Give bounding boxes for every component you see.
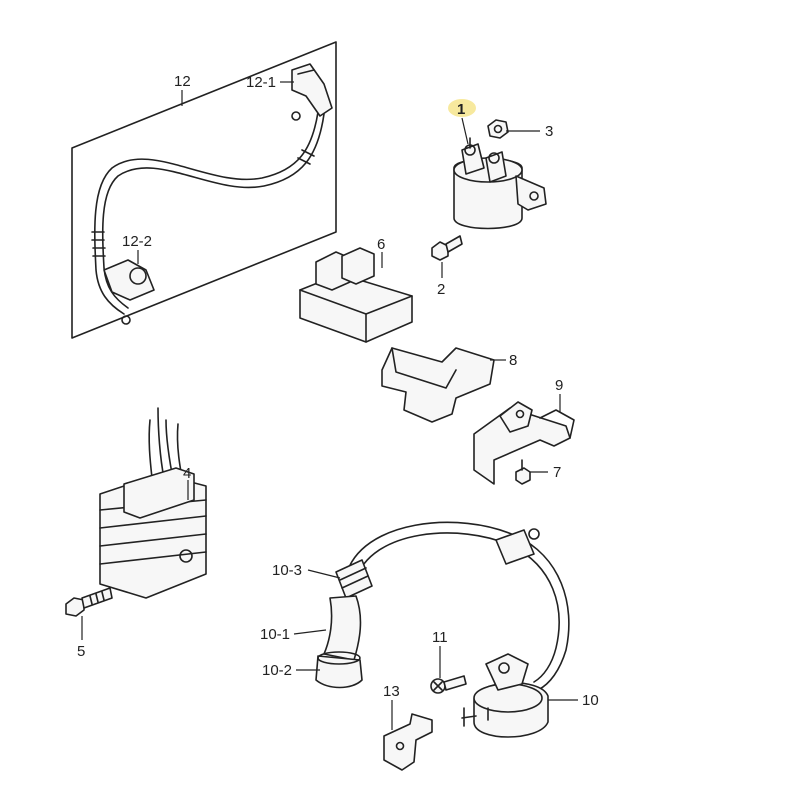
callout-6: 6: [377, 236, 385, 253]
callout-10: 10: [582, 692, 599, 709]
bracket-bolt: [515, 459, 531, 485]
relay-bolt: [431, 235, 463, 261]
leader-lines: [81, 81, 578, 730]
callout-1-highlight: [448, 99, 476, 117]
regulator-bolt: [65, 587, 113, 617]
callout-10-1: 10-1: [260, 626, 290, 643]
callout-10-2: 10-2: [262, 662, 292, 679]
ring-terminal-12-2: [121, 315, 131, 325]
coil-bracket: [383, 713, 433, 771]
cable-bands: [91, 149, 315, 257]
callout-10-3: 10-3: [272, 562, 302, 579]
callout-3: 3: [545, 123, 553, 140]
terminal-cover-12-2: [103, 259, 155, 301]
starter-relay: [453, 137, 547, 230]
regulator-rectifier: [99, 407, 207, 599]
callout-12-1: 12-1: [246, 74, 276, 91]
callout-12: 12: [174, 73, 191, 90]
nut: [487, 119, 509, 139]
callout-9: 9: [555, 377, 563, 394]
callout-13: 13: [383, 683, 400, 700]
coil-screw: [430, 675, 467, 694]
callout-7: 7: [553, 464, 561, 481]
ring-terminal-12-1: [291, 111, 301, 121]
callout-labels: 1 2 3 4 5 6 7 8 9 10 10-1 10-2 10-3 11 1…: [77, 73, 599, 709]
terminal-cover-12-1: [291, 63, 333, 117]
battery-cable-panel: [71, 41, 337, 339]
control-unit: [299, 247, 413, 343]
battery-cable-assembly: [71, 41, 337, 339]
battery-cable: [94, 111, 319, 315]
callout-4: 4: [183, 465, 191, 482]
callout-12-2: 12-2: [122, 233, 152, 250]
relay-bracket: [473, 401, 575, 485]
callout-2: 2: [437, 281, 445, 298]
rubber-cover: [381, 347, 495, 423]
callout-5: 5: [77, 643, 85, 660]
ignition-coil-assembly: [315, 521, 570, 738]
callout-11: 11: [432, 629, 448, 646]
callout-1: 1: [457, 101, 465, 118]
callout-8: 8: [509, 352, 517, 369]
